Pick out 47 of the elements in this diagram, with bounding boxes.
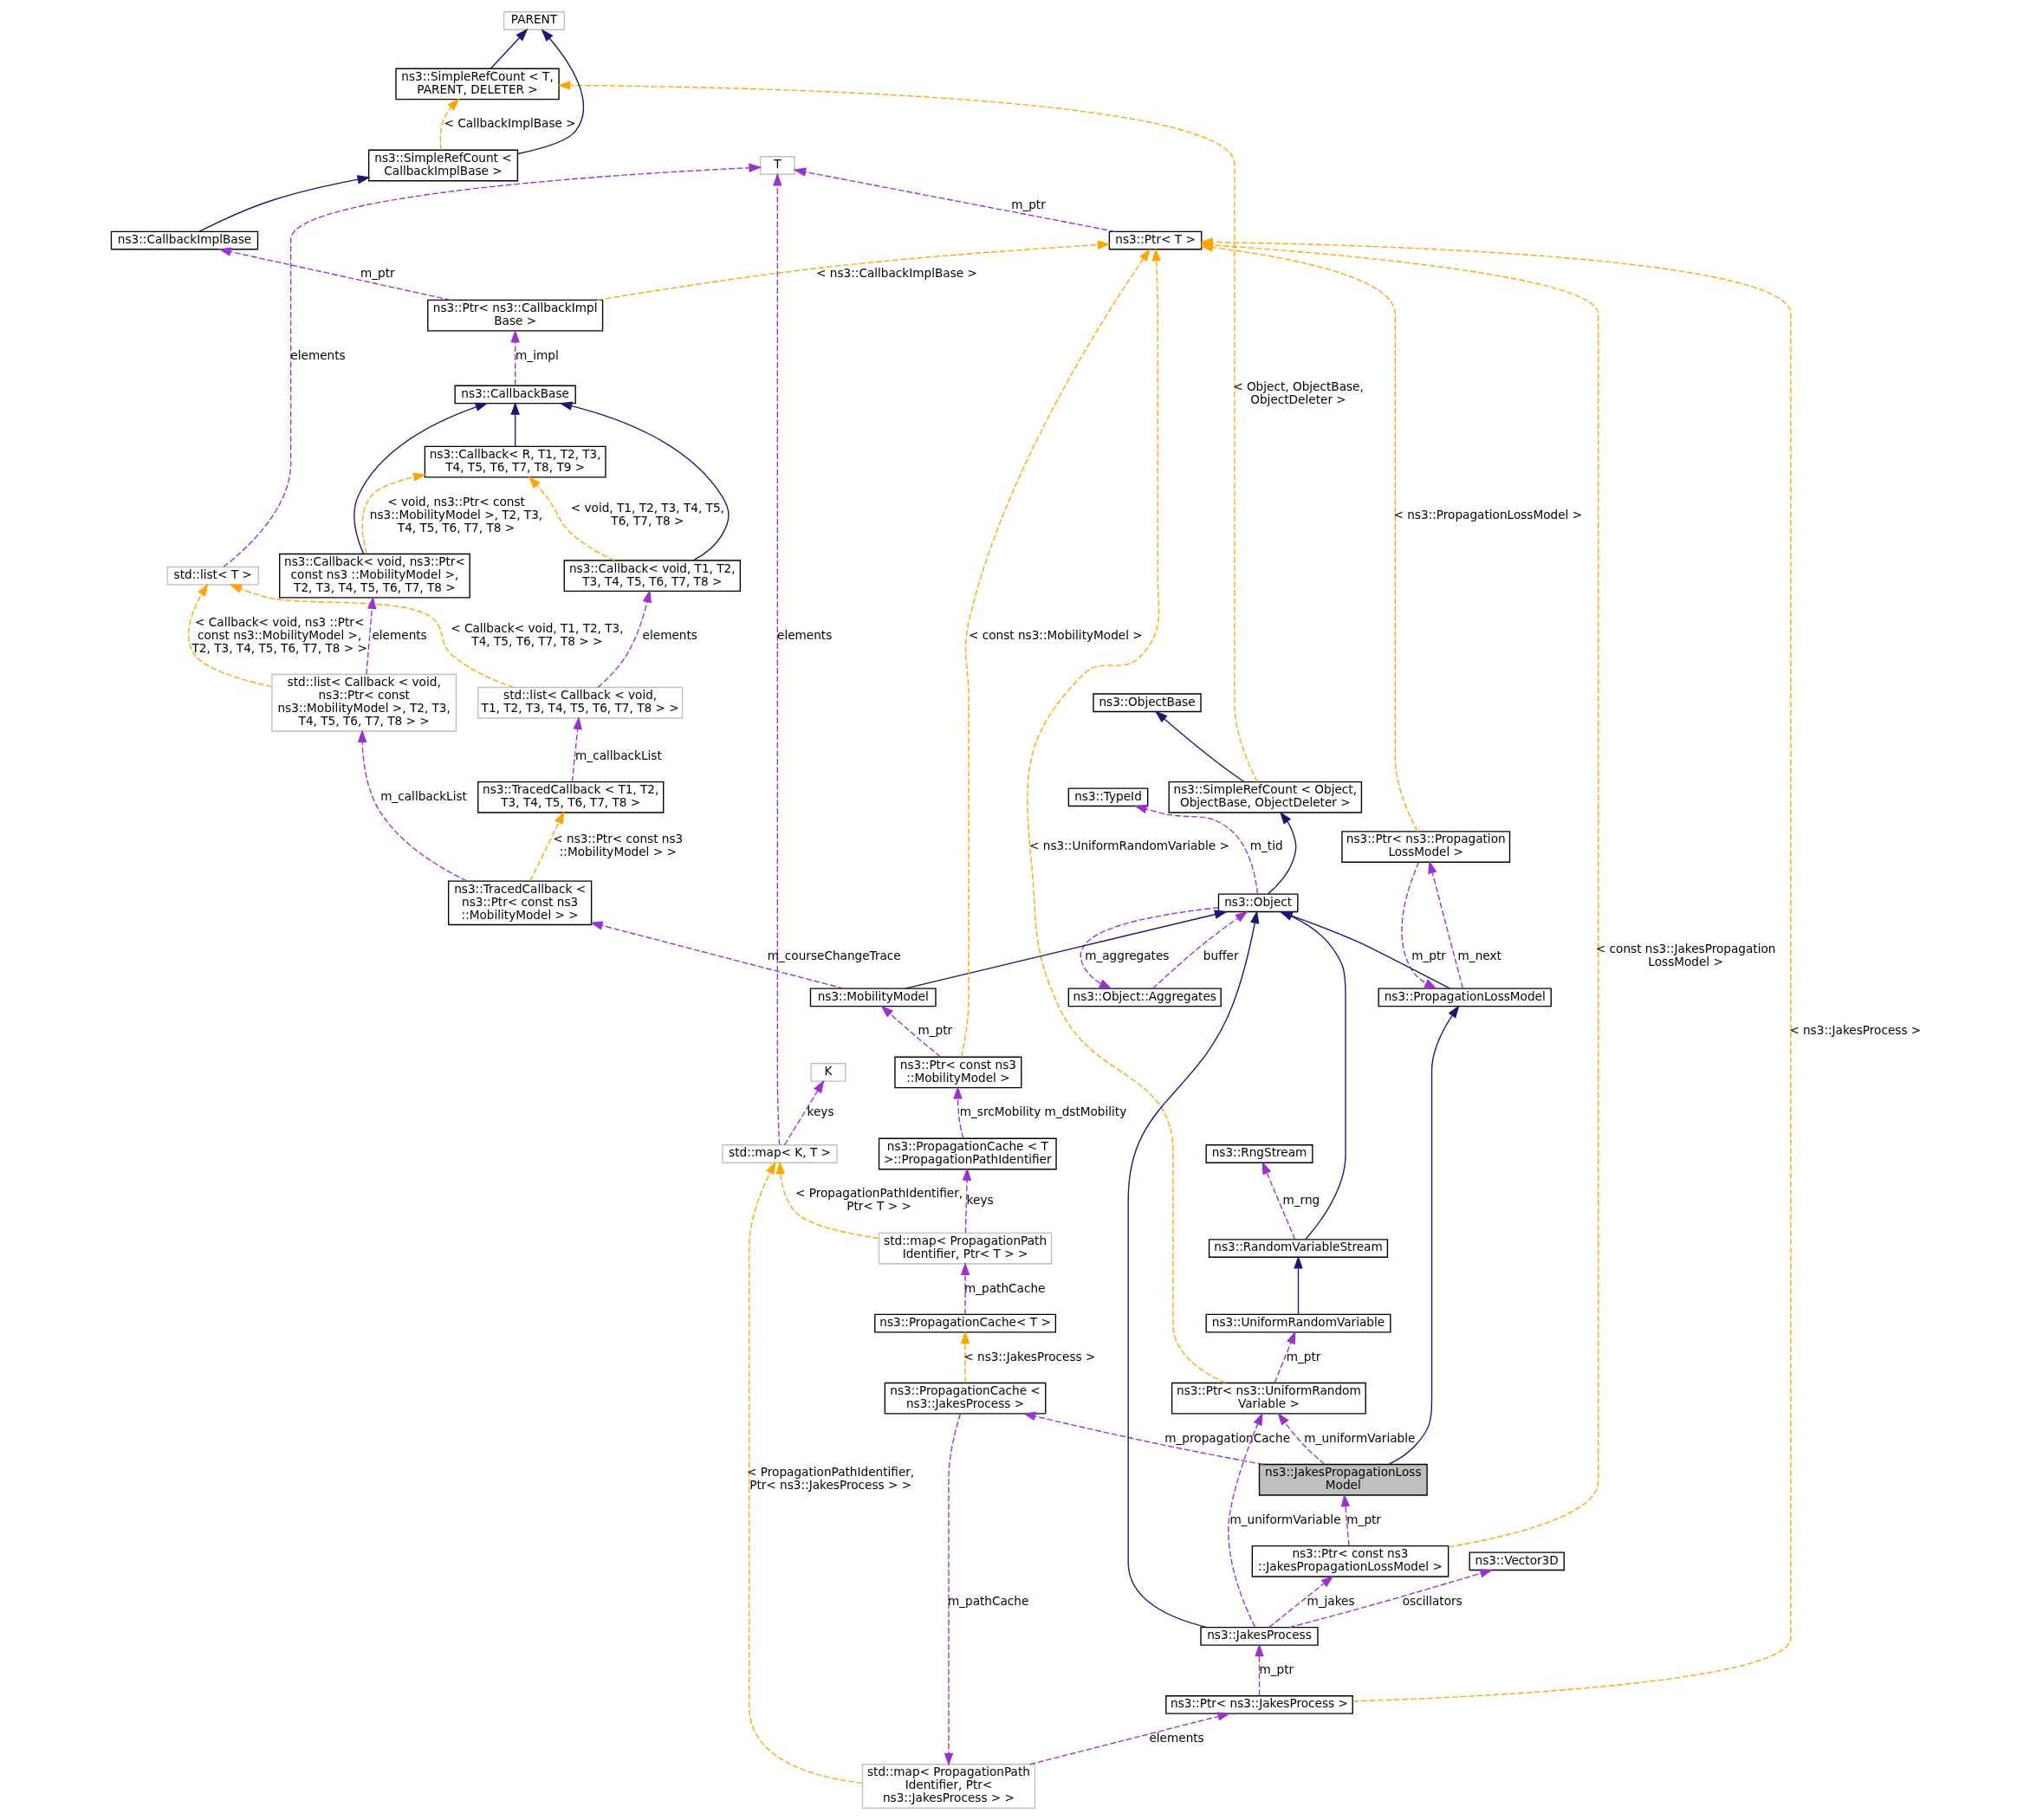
edge-label: < Callback< void, ns3 ::Ptr< const ns3::MobilityModel >, T2, T3, T4, T5, T6, T7, T8 > >: [191, 614, 367, 655]
edge-label: m_ptr: [917, 1023, 952, 1038]
edge-label: m_ptr: [1258, 1661, 1294, 1676]
edge-label: elements: [371, 627, 427, 642]
edge-label: m_srcMobility m_dstMobility: [959, 1104, 1126, 1119]
edge-label: m_uniformVariable: [1229, 1512, 1341, 1526]
edge-label: < Callback< void, T1, T2, T3, T4, T5, T6, T7, T8 > >: [450, 621, 624, 649]
edge-label: m_impl: [515, 347, 559, 362]
edge-label: < CallbackImplBase >: [443, 116, 576, 131]
edge-label: m_callbackList: [379, 788, 467, 803]
edge-label: m_ptr: [1411, 948, 1446, 962]
edge-label: < ns3::JakesProcess >: [963, 1349, 1095, 1363]
edge-label: m_propagationCache: [1164, 1430, 1290, 1445]
edge-label: < ns3::CallbackImplBase >: [815, 266, 977, 281]
edge-label: m_ptr: [1286, 1349, 1320, 1363]
edge-label: < const ns3::JakesPropagation LossModel >: [1595, 942, 1775, 969]
edge-label: < Object, ObjectBase, ObjectDeleter >: [1232, 379, 1364, 407]
edge-label: elements: [776, 627, 832, 642]
edge-label: elements: [642, 627, 697, 642]
edge-label: keys: [807, 1104, 834, 1119]
edge-label: m_pathCache: [947, 1593, 1028, 1608]
edge-label: m_ptr: [1346, 1512, 1381, 1526]
edge-label: elements: [1148, 1730, 1204, 1745]
edge-label: m_rng: [1282, 1192, 1320, 1207]
edge-label: m_next: [1457, 948, 1501, 962]
edge-label: m_ptr: [360, 266, 395, 281]
edge-label: < ns3::UniformRandomVariable >: [1028, 838, 1229, 852]
edge-label: oscillators: [1402, 1593, 1463, 1608]
edge-label: < PropagationPathIdentifier, Ptr< ns3::JakesProcess > >: [746, 1465, 914, 1493]
edge-label: < void, T1, T2, T3, T4, T5, T6, T7, T8 >: [570, 501, 724, 528]
edge-label: m_ptr: [1010, 198, 1046, 212]
edge-label: m_pathCache: [963, 1280, 1045, 1295]
edge-label: < const ns3::MobilityModel >: [968, 627, 1143, 642]
edge-label: < ns3::Ptr< const ns3 ::MobilityModel > >: [552, 832, 683, 859]
edge-label: m_jakes: [1306, 1593, 1355, 1608]
edge-label: m_aggregates: [1084, 948, 1169, 962]
edge-label: m_callbackList: [574, 748, 662, 762]
edge-label: keys: [966, 1192, 994, 1207]
edge-label: m_tid: [1249, 838, 1283, 852]
edge-label: < ns3::JakesProcess >: [1788, 1023, 1921, 1038]
edge-label: buffer: [1203, 948, 1239, 962]
edge-label: < ns3::PropagationLossModel >: [1392, 507, 1582, 521]
edge-label: m_courseChangeTrace: [767, 948, 901, 962]
edge-label: < PropagationPathIdentifier, Ptr< T > >: [794, 1186, 963, 1214]
edge-label: m_uniformVariable: [1303, 1430, 1415, 1445]
edge-label: < void, ns3::Ptr< const ns3::MobilityModel >, T2, T3, T4, T5, T6, T7, T8 >: [369, 494, 542, 534]
edge-label: elements: [289, 347, 346, 362]
